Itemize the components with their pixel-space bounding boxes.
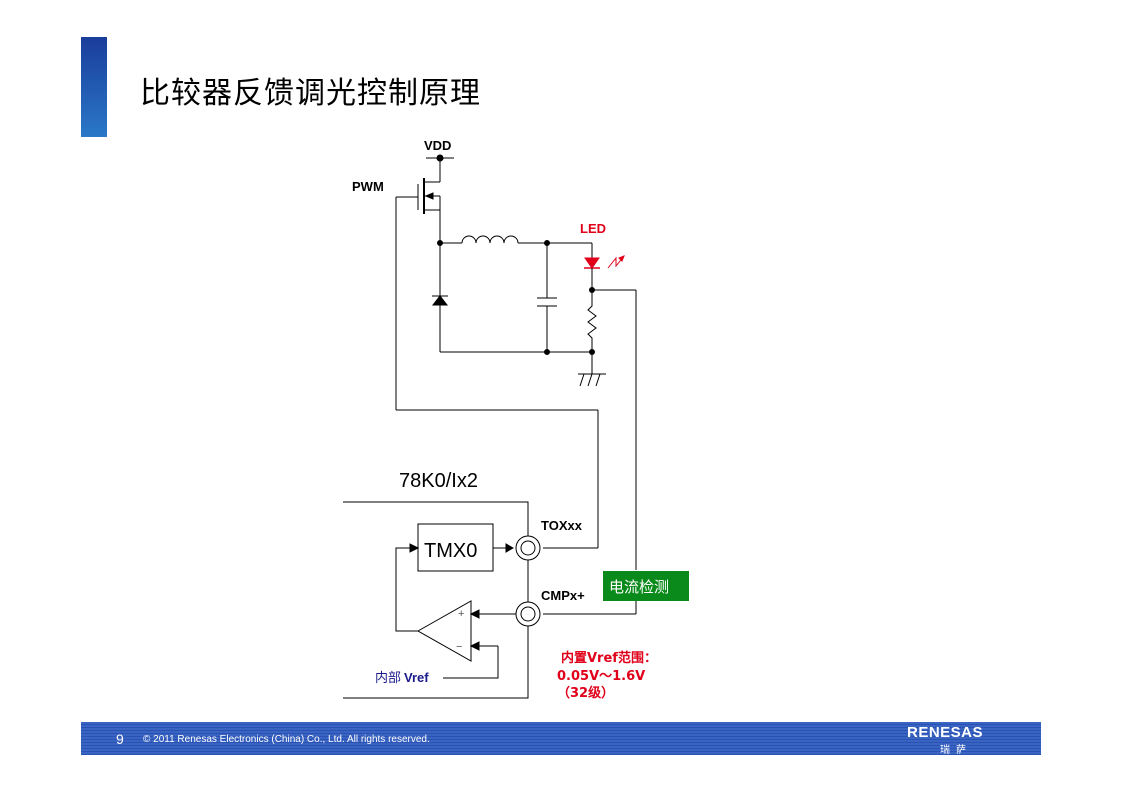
current-detect-label: 电流检测 — [609, 578, 669, 596]
vref-range-line3: （32级） — [557, 685, 614, 701]
comparator-plus: + — [458, 608, 464, 620]
copyright-text: © 2011 Renesas Electronics (China) Co., … — [143, 734, 430, 745]
slide-title: 比较器反馈调光控制原理 — [140, 76, 481, 111]
led — [584, 255, 625, 290]
renesas-logo-subtext: 瑞萨 — [940, 745, 972, 756]
led-label: LED — [580, 221, 606, 236]
page-number: 9 — [116, 731, 124, 747]
pwm-label: PWM — [352, 179, 384, 194]
internal-vref-label-en: Vref — [404, 670, 429, 685]
diode — [431, 295, 449, 306]
cmp-pin-inner — [520, 606, 536, 622]
renesas-logo: RENESAS — [907, 724, 984, 741]
chip-label: 78K0/Ix2 — [399, 470, 478, 492]
internal-vref-label-cn: 内部 — [375, 670, 401, 686]
comparator-output-wire — [395, 547, 418, 632]
tox-label: TOXxx — [541, 518, 583, 533]
cmp-label: CMPx+ — [541, 588, 585, 603]
vdd-label: VDD — [424, 138, 451, 153]
title-accent-bar — [81, 37, 107, 137]
comparator-minus: − — [456, 641, 462, 653]
chip-boundary-top — [343, 501, 529, 536]
comparator — [416, 600, 472, 662]
current-detect-box — [603, 571, 689, 601]
mosfet-arrow — [424, 192, 434, 200]
tox-pin-outer — [515, 535, 541, 561]
vref-range-line1: 内置Vref范围： — [561, 650, 657, 666]
inductor — [461, 235, 519, 244]
sense-resistor — [587, 290, 597, 352]
cmp-pin-outer — [515, 601, 541, 627]
internal-vref-wire — [443, 646, 499, 679]
chip-boundary-bottom — [343, 626, 529, 699]
tmx-label: TMX0 — [424, 540, 477, 562]
vref-range-line2: 0.05V～1.6V — [557, 669, 645, 684]
tox-pin-inner — [520, 540, 536, 556]
footer-bar — [81, 722, 1041, 755]
